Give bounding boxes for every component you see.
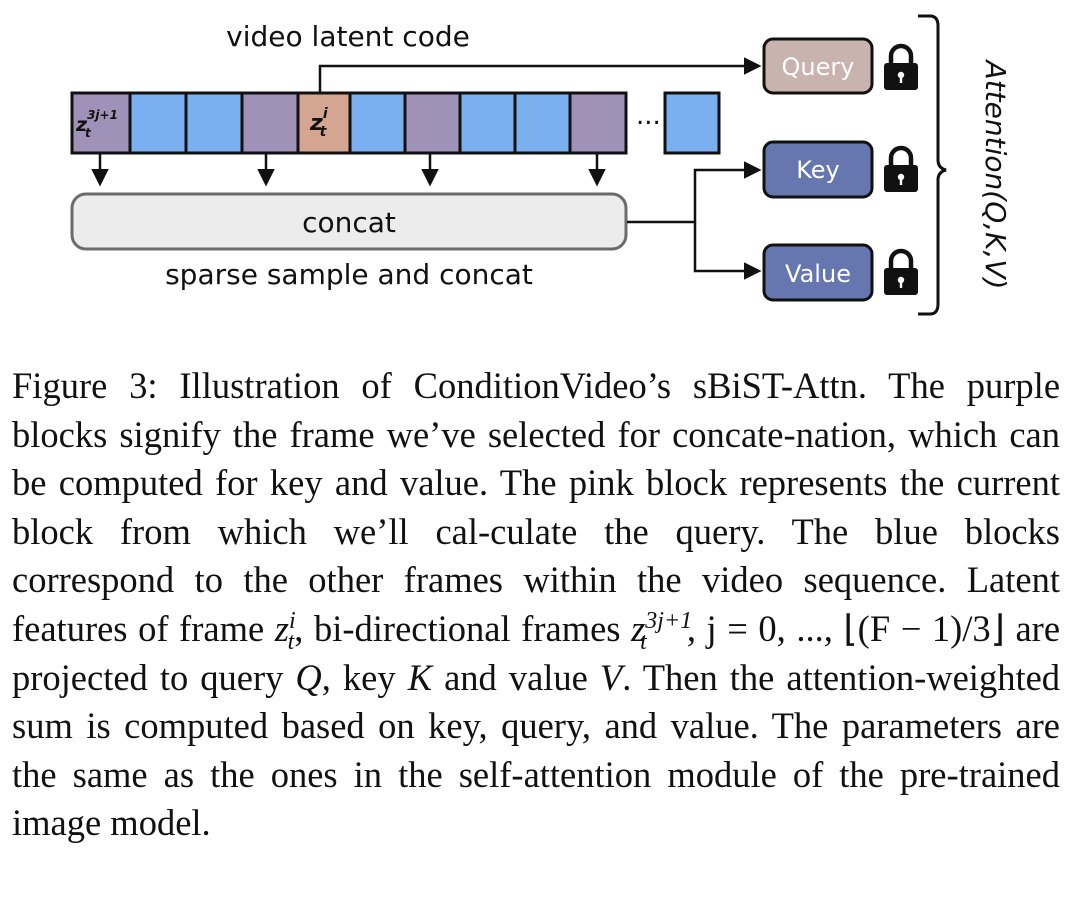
attention-label: Attention(Q,K,V) xyxy=(979,59,1012,290)
sparse-block-2 xyxy=(403,91,462,155)
lock-icon xyxy=(884,43,918,90)
caption-text: , bi-directional frames xyxy=(294,607,621,649)
ellipsis: ... xyxy=(636,101,661,131)
key-box xyxy=(762,140,874,199)
sparse-block-3 xyxy=(568,91,628,155)
frame-block xyxy=(663,91,721,155)
caption-text: are projected to query xyxy=(12,607,1061,698)
sample-arrows xyxy=(91,154,606,187)
math-z-t-i: zit xyxy=(274,607,296,656)
sparse-block-0 xyxy=(70,91,132,155)
concat-label: concat xyxy=(302,206,396,239)
connector-lines xyxy=(318,57,762,280)
figure-caption: Figure 3: Illustration of ConditionVideo… xyxy=(12,362,1060,848)
caption-text: . Then the attention-weighted sum is com… xyxy=(12,656,1061,844)
query-label: Query xyxy=(782,53,855,81)
caption-text: and value xyxy=(444,656,588,698)
frame-block xyxy=(128,91,188,155)
frame-block xyxy=(458,91,517,155)
attention-bracket xyxy=(918,14,947,316)
lock-icon xyxy=(884,145,918,192)
frame-block xyxy=(184,91,244,155)
caption-text: Illustration of ConditionVideo’s sBiST-A… xyxy=(12,365,1061,649)
math-V: V xyxy=(599,656,623,698)
value-label: Value xyxy=(785,260,851,288)
current-block xyxy=(296,91,352,155)
frame-block xyxy=(348,91,407,155)
frame-block xyxy=(513,91,572,155)
math-K: K xyxy=(407,656,433,698)
math-Q: Q xyxy=(295,656,322,698)
concat-box xyxy=(70,192,628,251)
caption-text: , key xyxy=(321,656,396,698)
figure-number: Figure 3: xyxy=(12,365,158,406)
query-box xyxy=(762,37,874,95)
lock-icon xyxy=(884,248,918,295)
video-latent-code-label: video latent code xyxy=(226,20,470,53)
sparse-block-1 xyxy=(240,91,300,155)
value-box xyxy=(762,243,874,302)
key-label: Key xyxy=(796,156,840,184)
sparse-sample-label: sparse sample and concat xyxy=(165,258,533,291)
math-bidirectional-frames: z3j+1t, j = 0, ..., ⌊(F − 1)/3⌋ xyxy=(631,607,1005,656)
